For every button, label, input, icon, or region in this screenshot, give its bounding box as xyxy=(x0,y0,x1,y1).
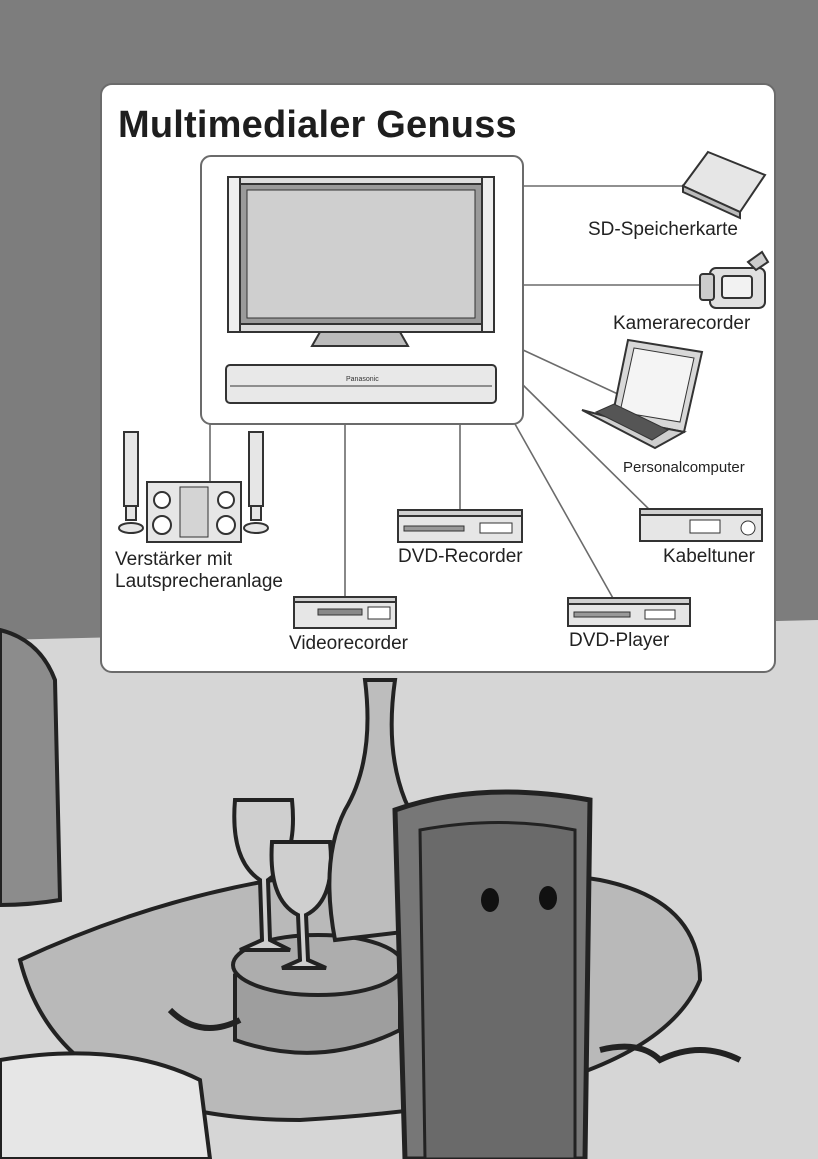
sofa-left xyxy=(0,627,63,908)
label-vcr: Videorecorder xyxy=(289,633,409,654)
cartoon-speaker-front xyxy=(418,821,577,1159)
label-amplifier-line1: Verstärker mit xyxy=(115,549,233,570)
speaker-eye-right xyxy=(539,886,557,910)
line-dvd-player xyxy=(514,423,615,601)
label-dvd-recorder: DVD-Recorder xyxy=(398,546,523,567)
line-pc xyxy=(522,349,621,396)
label-camcorder: Kamerarecorder xyxy=(613,313,751,334)
pc-icon xyxy=(581,338,704,450)
sofa-front xyxy=(0,1051,213,1159)
camcorder-icon xyxy=(699,250,770,309)
wine-glass-left xyxy=(232,798,295,952)
cable-tuner-icon xyxy=(639,508,763,542)
tv-brand: Panasonic xyxy=(346,376,379,383)
label-pc: Personalcomputer xyxy=(623,459,745,476)
diagram-title: Multimedialer Genuss xyxy=(118,104,517,146)
amplifier-speakers-icon xyxy=(118,431,269,543)
label-sd-card: SD-Speicherkarte xyxy=(588,219,738,240)
speaker-eye-left xyxy=(481,888,499,912)
dvd-recorder-icon xyxy=(397,509,523,543)
label-amplifier-line2: Lautsprecheranlage xyxy=(115,571,283,592)
connection-lines xyxy=(209,185,710,601)
label-dvd-player: DVD-Player xyxy=(569,630,670,651)
tv-icon xyxy=(225,176,497,404)
vcr-icon xyxy=(293,596,397,629)
line-cable-tuner xyxy=(522,384,661,521)
sd-card-icon xyxy=(681,150,767,220)
dvd-player-icon xyxy=(567,597,691,627)
label-cable-tuner: Kabeltuner xyxy=(663,546,755,567)
ribbon xyxy=(167,1007,742,1064)
